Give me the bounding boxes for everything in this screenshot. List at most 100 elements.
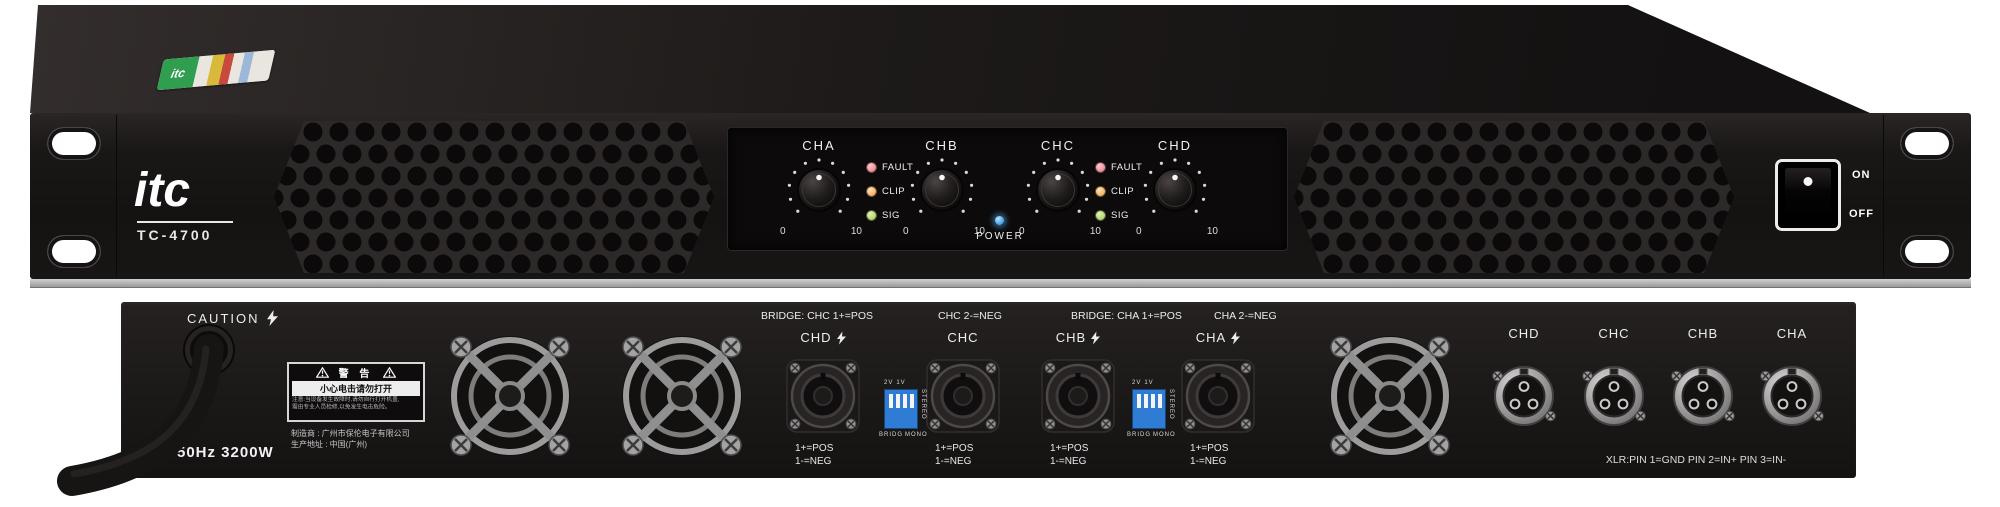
left-vent-grille	[274, 121, 714, 273]
honeycomb-pattern	[274, 121, 714, 273]
sig-led	[866, 210, 877, 221]
clip-led	[1095, 186, 1106, 197]
lightning-icon	[1091, 330, 1101, 345]
connector-screws	[789, 362, 857, 430]
bridge-note-chc-pos: BRIDGE: CHC 1+=POS	[761, 310, 874, 322]
connector-screws	[1760, 370, 1824, 422]
speakon-cha-label: CHA	[1178, 330, 1258, 345]
speakon-chd-connector	[786, 359, 860, 433]
knob-indicator-dot	[1172, 174, 1178, 181]
switch-off-label: OFF	[1849, 208, 1874, 220]
channel-a-label: CHA	[802, 138, 836, 153]
rack-ear-hole	[1901, 128, 1953, 159]
fan-grille-2	[622, 336, 742, 456]
xlr-chb-connector	[1671, 366, 1735, 426]
knob-tick-marks	[787, 158, 851, 213]
knob-tick-marks	[1143, 158, 1207, 213]
knob-scale-max: 10	[1089, 226, 1101, 237]
knob-scale-min: 0	[1136, 226, 1142, 237]
speakon-chd-label: CHD	[783, 330, 863, 345]
fan-grille-1	[450, 336, 570, 456]
channel-a-block: CHA 0 10	[774, 138, 864, 250]
rack-ear-hole	[48, 128, 100, 159]
warning-strip-text: 小心电击请勿打开	[292, 381, 420, 396]
manufacturer-info: 制造商 : 广州市保伦电子有限公司 生产地址 : 中国(广州)	[291, 428, 410, 450]
warning-title: 警 告	[338, 369, 374, 380]
bridge-note-cha-pos: BRIDGE: CHA 1+=POS	[1071, 310, 1182, 322]
sig-led	[1095, 210, 1106, 221]
fault-led-label: FAULT	[882, 162, 914, 173]
power-switch-rocker[interactable]	[1785, 168, 1831, 222]
knob-indicator-dot	[1055, 174, 1061, 181]
sig-led-label: SIG	[882, 210, 900, 221]
channel-c-gain-knob[interactable]	[1022, 154, 1094, 226]
xlr-pinout-note: XLR:PIN 1=GND PIN 2=IN+ PIN 3=IN-	[1605, 454, 1787, 466]
rear-panel: CAUTION 警 告 小心电击请勿打开 注意:当设备发生故障时,请勿自行打开机…	[121, 302, 1856, 478]
xlr-chd-connector	[1492, 366, 1556, 426]
knob-scale-max: 10	[1206, 226, 1218, 237]
channel-b-label: CHB	[925, 138, 959, 153]
channel-d-gain-knob[interactable]	[1139, 154, 1211, 226]
bridge-note-chc-neg: CHC 2-=NEG	[938, 310, 1002, 322]
lightning-icon	[836, 330, 846, 345]
fan-corner-screws	[1330, 336, 1450, 456]
xlr-chb-label: CHB	[1687, 326, 1719, 341]
dip-switch-sliders[interactable]	[1132, 389, 1166, 429]
dip-stereo-label: STEREO	[920, 389, 926, 420]
right-vent-grille	[1294, 121, 1734, 273]
connector-screws	[1044, 362, 1112, 430]
rack-ear-hole	[1901, 236, 1953, 267]
connector-screws	[1184, 362, 1252, 430]
knob-tick-marks	[1026, 158, 1090, 213]
channel-a-gain-knob[interactable]	[783, 154, 855, 226]
lightning-icon	[266, 310, 278, 326]
clip-led	[866, 186, 877, 197]
channel-d-label: CHD	[1157, 138, 1193, 153]
front-panel: itc itc TC-4700 CHA	[30, 3, 1971, 288]
power-led	[994, 215, 1005, 226]
speakon-chb-label: CHB	[1038, 330, 1118, 345]
manufacturer-line: 制造商 : 广州市保伦电子有限公司	[291, 429, 410, 438]
channel-c-block: CHC 0 10	[1013, 138, 1103, 250]
knob-scale-max: 10	[850, 226, 862, 237]
power-label: POWER	[976, 231, 1024, 242]
channel-b-block: CHB 0 10	[897, 138, 987, 250]
honeycomb-pattern	[1294, 121, 1734, 273]
cable-grommet	[185, 326, 233, 374]
dip-switch-sliders[interactable]	[884, 389, 918, 429]
fault-led-label: FAULT	[1111, 162, 1143, 173]
knob-scale-min: 0	[903, 226, 909, 237]
clip-led-label: CLIP	[882, 186, 906, 197]
power-switch[interactable]	[1775, 159, 1841, 231]
brand-sticker: itc	[156, 49, 276, 91]
sig-led-label: SIG	[1111, 210, 1129, 221]
warning-triangle-icon	[315, 367, 329, 378]
channel-b-gain-knob[interactable]	[906, 154, 978, 226]
switch-on-label: ON	[1852, 169, 1871, 181]
xlr-cha-connector	[1760, 366, 1824, 426]
connector-screws	[1582, 370, 1646, 422]
control-panel: CHA 0 10 CHB 0	[727, 127, 1288, 251]
bottom-trim-strip	[30, 279, 1971, 288]
logo-underline	[137, 221, 233, 223]
panel-seam-left	[116, 115, 117, 277]
fan-corner-screws	[622, 336, 742, 456]
knob-indicator-dot	[939, 174, 945, 181]
speakon-chc-label: CHC	[947, 330, 979, 345]
brand-logo: itc	[134, 164, 191, 217]
rack-ear-hole	[48, 236, 100, 267]
knob-indicator-dot	[816, 174, 822, 181]
connector-screws	[929, 362, 997, 430]
manufacturer-address: 生产地址 : 中国(广州)	[291, 440, 367, 449]
bridge-note-cha-neg: CHA 2-=NEG	[1214, 310, 1277, 322]
xlr-chc-label: CHC	[1598, 326, 1630, 341]
speakon-chc-connector	[926, 359, 1000, 433]
knob-tick-marks	[910, 158, 974, 213]
